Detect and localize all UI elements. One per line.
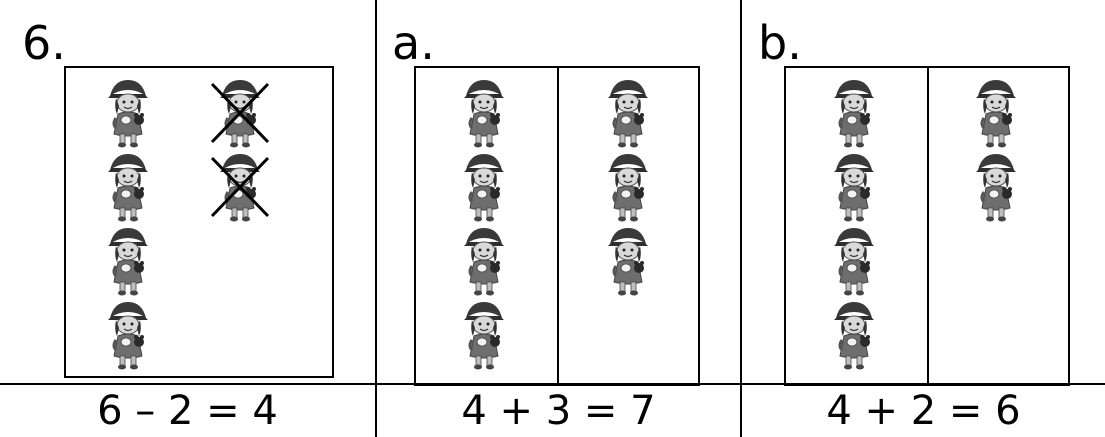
doll-icon	[830, 150, 878, 223]
doll-icon	[972, 76, 1020, 149]
problem-label: b.	[758, 16, 802, 70]
doll-icon	[104, 76, 152, 149]
column-divider	[740, 0, 742, 437]
doll-icon	[460, 150, 508, 223]
problem-label: 6.	[22, 16, 66, 70]
doll-icon	[460, 76, 508, 149]
x-mark-icon	[210, 156, 270, 218]
counting-box	[784, 66, 1070, 386]
doll-icon	[830, 76, 878, 149]
box-divider	[557, 68, 559, 384]
equation: 4 + 2 = 6	[826, 388, 1021, 434]
doll-icon	[604, 76, 652, 149]
doll-icon	[104, 298, 152, 371]
doll-icon	[210, 150, 270, 223]
doll-icon	[104, 224, 152, 297]
doll-icon	[604, 150, 652, 223]
doll-icon	[104, 150, 152, 223]
counting-box	[64, 66, 334, 378]
doll-icon	[830, 224, 878, 297]
counting-box	[414, 66, 700, 386]
doll-icon	[830, 298, 878, 371]
equation: 4 + 3 = 7	[461, 388, 656, 434]
doll-icon	[210, 76, 270, 149]
column-divider	[375, 0, 377, 437]
equation: 6 – 2 = 4	[97, 388, 278, 434]
doll-icon	[604, 224, 652, 297]
problem-label: a.	[392, 16, 435, 70]
doll-icon	[972, 150, 1020, 223]
doll-icon	[460, 224, 508, 297]
box-divider	[927, 68, 929, 384]
x-mark-icon	[210, 82, 270, 144]
doll-icon	[460, 298, 508, 371]
